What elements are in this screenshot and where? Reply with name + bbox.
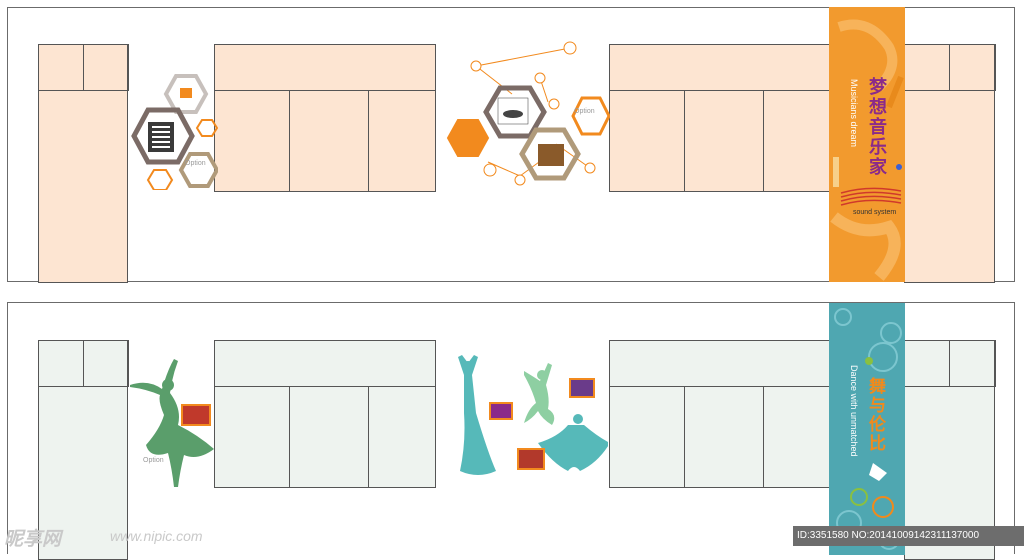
middle-panel-col-1: [214, 90, 290, 192]
left-panel: [38, 340, 129, 560]
middle-panel-col-2: [289, 386, 369, 488]
far-right-panel-top-right: [949, 44, 996, 91]
option-label-left: Option: [185, 160, 206, 167]
far-right-panel-top-right: [949, 340, 996, 387]
left-panel-top-left: [38, 340, 84, 387]
right-panel-col-1: [609, 386, 685, 488]
far-right-panel-top-left: [904, 44, 950, 91]
far-right-panel: [904, 340, 996, 560]
hexagon-photo: [178, 152, 218, 188]
music-banner-subtitle: Musicians dream: [849, 79, 859, 148]
music-banner-title: 梦想音乐家: [866, 77, 887, 177]
option-label-dance: Option: [143, 457, 164, 464]
middle-panel-header: [214, 340, 436, 387]
right-panel: [609, 44, 831, 192]
left-panel-top-right: [83, 44, 129, 91]
dancer-icon: [869, 463, 887, 481]
hexagon-small-orange: [195, 119, 218, 137]
middle-panel: [214, 340, 436, 488]
music-wall: Option Option: [7, 7, 1015, 283]
option-label-center: Option: [574, 108, 595, 115]
dance-photo-1: [489, 402, 513, 420]
hexagon-music-note: [163, 74, 209, 114]
music-banner: 梦想音乐家 Musicians dream sound system: [829, 7, 905, 282]
hexagon-cluster-left: [131, 74, 218, 190]
dance-banner-title: 舞与伦比: [865, 377, 885, 453]
watermark-logo: 昵享网: [4, 528, 62, 550]
dance-photo-2: [569, 378, 595, 398]
right-panel: [609, 340, 831, 488]
dancer-silhouette-left: [130, 359, 214, 487]
left-panel-top-left: [38, 44, 84, 91]
microphone-icon: [833, 157, 839, 187]
left-panel-top-right: [83, 340, 129, 387]
hexagon-clef: [146, 169, 174, 190]
dance-wall: Option 舞与伦比 Dance: [7, 302, 1015, 560]
middle-panel: [214, 44, 436, 192]
saxophone-decoration: [830, 19, 904, 281]
right-panel-header: [609, 44, 831, 91]
sound-system-label: sound system: [853, 209, 897, 216]
dance-banner: 舞与伦比 Dance with unmatched: [829, 303, 905, 555]
right-panel-col-2: [684, 386, 764, 488]
watermark-url: www.nipic.com: [110, 528, 203, 544]
middle-panel-col-1: [214, 386, 290, 488]
note-icon: [180, 88, 192, 98]
middle-panel-header: [214, 44, 436, 91]
far-right-panel: [904, 44, 996, 283]
watermark-id: ID:3351580 NO:20141009142311137000: [793, 526, 1024, 546]
hexagon-piano: [131, 107, 195, 165]
right-panel-col-1: [609, 90, 685, 192]
middle-panel-col-2: [289, 90, 369, 192]
hexagon-network-center: [446, 41, 610, 186]
dancer-silhouettes-center: [458, 355, 608, 475]
left-panel: [38, 44, 129, 283]
dance-photo-left: [181, 404, 211, 426]
right-panel-col-2: [684, 90, 764, 192]
hexagon-option: [571, 96, 610, 136]
hexagon-band-photo: [519, 127, 581, 181]
far-right-panel-top-left: [904, 340, 950, 387]
dance-photo-3: [517, 448, 545, 470]
right-panel-header: [609, 340, 831, 387]
dance-banner-subtitle: Dance with unmatched: [849, 365, 859, 457]
hexagon-text-box: [446, 119, 490, 157]
